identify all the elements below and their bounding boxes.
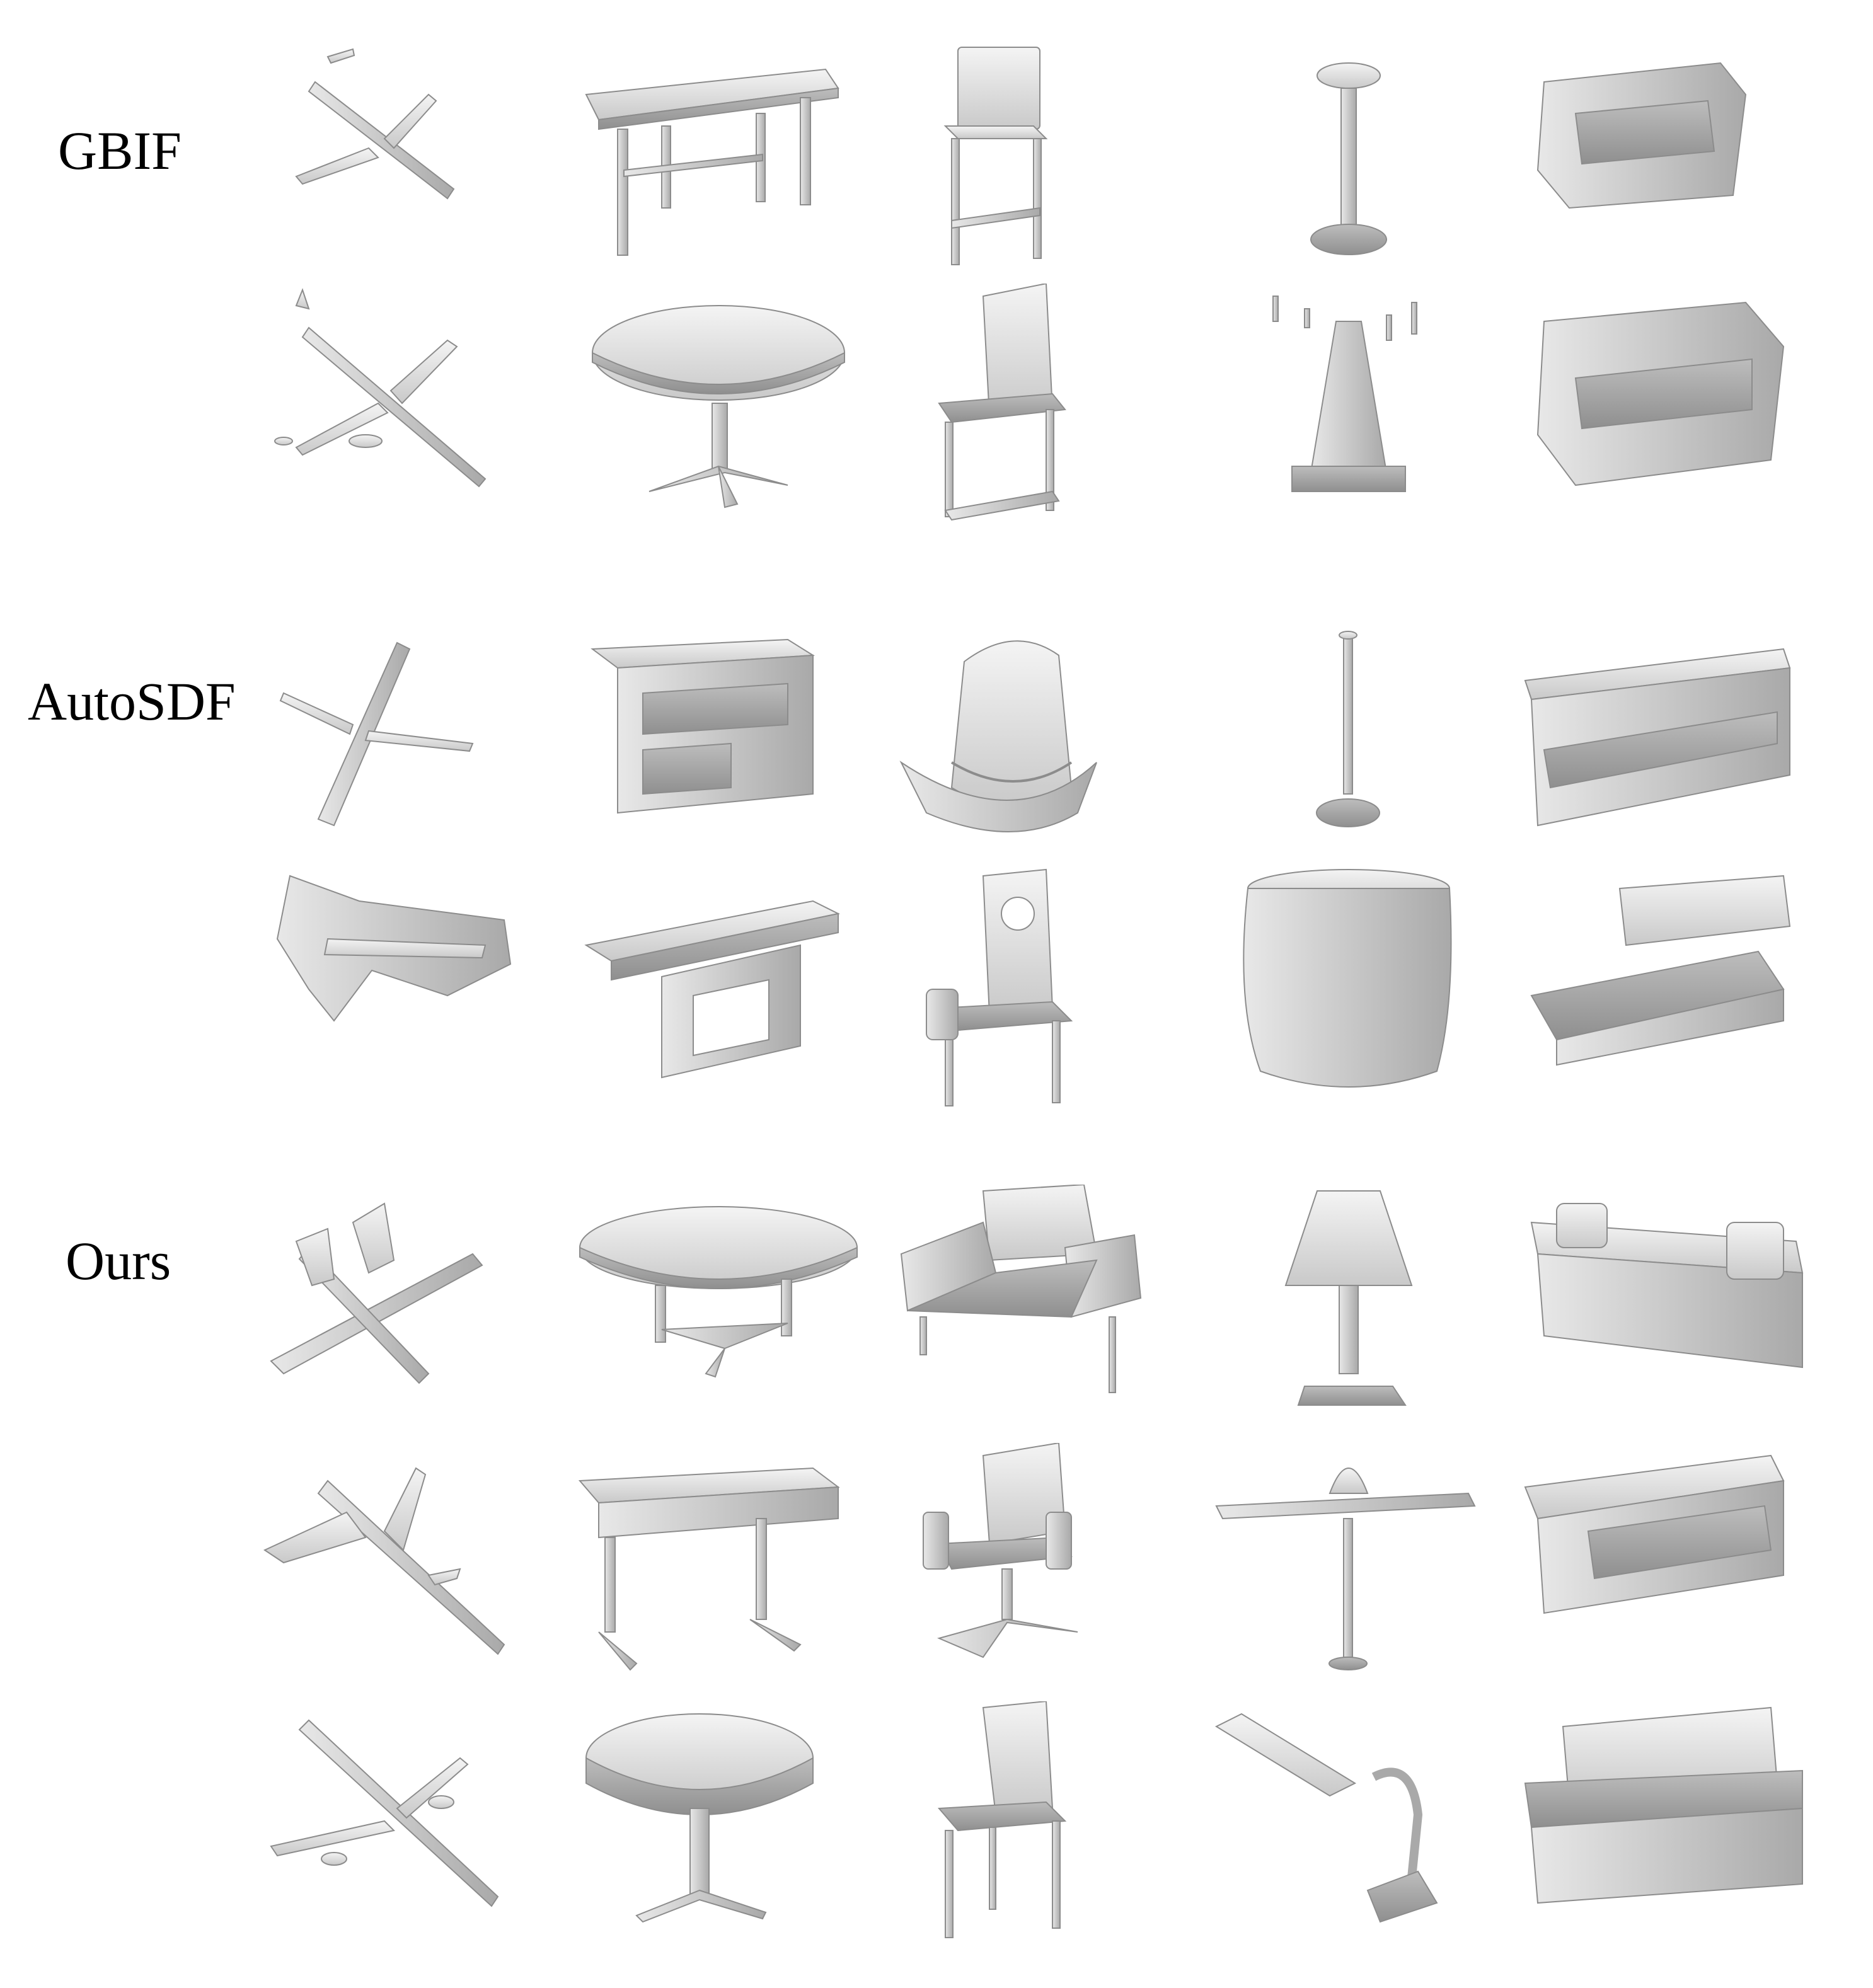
row-autosdf-2: [258, 863, 1853, 1128]
ours-lamp-2: [1204, 1443, 1494, 1695]
autosdf-chair-1: [889, 624, 1179, 857]
autosdf-lamp-2: [1204, 863, 1494, 1128]
ours-chair-1: [889, 1185, 1179, 1424]
autosdf-table-1: [573, 624, 863, 857]
ours-airplane-2: [258, 1443, 548, 1695]
row-autosdf-1: [258, 624, 1853, 857]
label-gbif: GBIF: [58, 120, 182, 181]
gbif-sofa-2: [1519, 284, 1809, 529]
row-ours-1: [258, 1185, 1853, 1424]
gbif-sofa-1: [1519, 44, 1809, 284]
gbif-table-2: [573, 284, 863, 529]
autosdf-chair-2: [889, 863, 1179, 1128]
ours-chair-2: [889, 1443, 1179, 1695]
gbif-chair-1: [889, 44, 1179, 284]
gbif-airplane-1: [258, 44, 548, 284]
gbif-lamp-2: [1204, 284, 1494, 529]
ours-chair-3: [889, 1701, 1179, 1972]
ours-sofa-2: [1519, 1443, 1809, 1695]
autosdf-airplane-2: [258, 863, 548, 1128]
autosdf-lamp-1: [1204, 624, 1494, 857]
ours-lamp-1: [1204, 1185, 1494, 1424]
gbif-table-1: [573, 44, 863, 284]
ours-airplane-3: [258, 1701, 548, 1972]
ours-table-3: [573, 1701, 863, 1972]
row-gbif-1: [258, 44, 1853, 284]
row-ours-2: [258, 1443, 1853, 1695]
gbif-chair-2: [889, 284, 1179, 529]
label-ours: Ours: [66, 1231, 171, 1291]
ours-airplane-1: [258, 1185, 548, 1424]
autosdf-airplane-1: [258, 624, 548, 857]
ours-lamp-3: [1204, 1701, 1494, 1972]
gbif-airplane-2: [258, 284, 548, 529]
ours-table-2: [573, 1443, 863, 1695]
ours-sofa-1: [1519, 1185, 1809, 1424]
autosdf-sofa-2: [1519, 863, 1809, 1128]
ours-sofa-3: [1519, 1701, 1809, 1972]
gbif-lamp-1: [1204, 44, 1494, 284]
label-autosdf: AutoSDF: [28, 671, 236, 732]
autosdf-sofa-1: [1519, 624, 1809, 857]
row-ours-3: [258, 1701, 1853, 1972]
autosdf-table-2: [573, 863, 863, 1128]
ours-table-1: [573, 1185, 863, 1424]
row-gbif-2: [258, 284, 1853, 529]
